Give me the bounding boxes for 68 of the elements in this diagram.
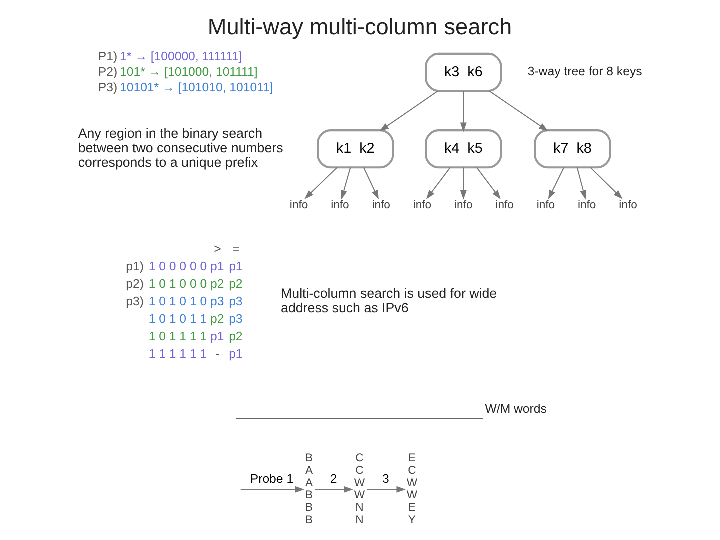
label: 1 1 1 1 1 1	[148, 347, 208, 362]
arrow	[476, 167, 501, 200]
node-text: B A A B B B	[306, 452, 314, 526]
arrow	[316, 486, 354, 493]
node-text: info	[536, 200, 556, 212]
node-text: info	[290, 200, 308, 212]
label: p2	[210, 277, 224, 292]
label: p1)	[126, 260, 144, 274]
label: p1	[229, 347, 243, 362]
arrow	[489, 90, 548, 132]
node-text: info	[496, 200, 514, 212]
label: >	[214, 242, 222, 256]
label: 1 0 1 1 1 1	[148, 330, 208, 344]
node-box: k1 k2	[317, 130, 394, 169]
label: p3	[229, 294, 243, 309]
arrow	[460, 91, 467, 132]
arrow	[363, 167, 379, 200]
edge-label: 3	[382, 472, 390, 486]
arrow	[426, 167, 451, 200]
node-text: info	[454, 200, 473, 212]
node-text: E C W W E Y	[406, 452, 418, 526]
label: 1 0 1 0 0 0	[148, 277, 208, 292]
label: Any region in the binary search between two consecutive numbers corresponds to a unique prefix	[78, 126, 284, 170]
arrow	[590, 167, 623, 200]
label: 1* → [100000, 111111]	[120, 50, 242, 64]
label: p3)	[126, 294, 144, 309]
node-text: info	[413, 200, 432, 212]
label: 10101* → [101010, 101011]	[120, 80, 274, 95]
label: p2	[210, 312, 224, 326]
label: p3	[229, 312, 243, 326]
label: p1	[210, 260, 224, 274]
label: P2)	[98, 65, 118, 80]
label: Multi-column search is used for wide address such as IPv6	[281, 286, 498, 316]
arrow	[340, 168, 352, 200]
label: W/M words	[485, 402, 547, 416]
label: 1 0 0 0 0 0	[148, 260, 208, 274]
node-text: C C W W N N	[354, 452, 366, 526]
arrow	[304, 167, 338, 200]
label: p2)	[126, 277, 144, 292]
arrow	[380, 90, 438, 132]
node-label: 3-way tree for 8 keys	[528, 64, 642, 79]
arrow	[460, 168, 467, 200]
edge-label: Probe 1	[250, 472, 294, 486]
label: 1 0 1 0 1 0	[148, 294, 208, 309]
arrow	[368, 486, 406, 493]
diagram-title: Multi-way multi-column search	[208, 14, 512, 40]
node-text: info	[331, 200, 350, 212]
label: P3)	[98, 80, 118, 95]
arrow	[240, 486, 305, 493]
node-box: k7 k8	[534, 130, 612, 169]
node-box: k4 k5	[425, 130, 502, 169]
arrow	[548, 167, 565, 200]
label: =	[232, 242, 240, 256]
node-box: k3 k6	[425, 52, 502, 92]
label: -	[216, 347, 220, 362]
label: p2	[229, 277, 243, 292]
node-text: info	[578, 200, 596, 212]
node-text: info	[619, 200, 638, 212]
label: p1	[210, 330, 224, 344]
node-text: info	[372, 200, 390, 212]
edge-label: 2	[330, 472, 338, 486]
arrow	[576, 168, 587, 200]
label: p3	[210, 294, 224, 309]
label: p2	[229, 330, 243, 344]
label: 1 0 1 0 1 1	[148, 312, 208, 326]
label: 101* → [101000, 101111]	[120, 65, 258, 80]
label: p1	[229, 260, 243, 274]
label: P1)	[98, 50, 118, 64]
